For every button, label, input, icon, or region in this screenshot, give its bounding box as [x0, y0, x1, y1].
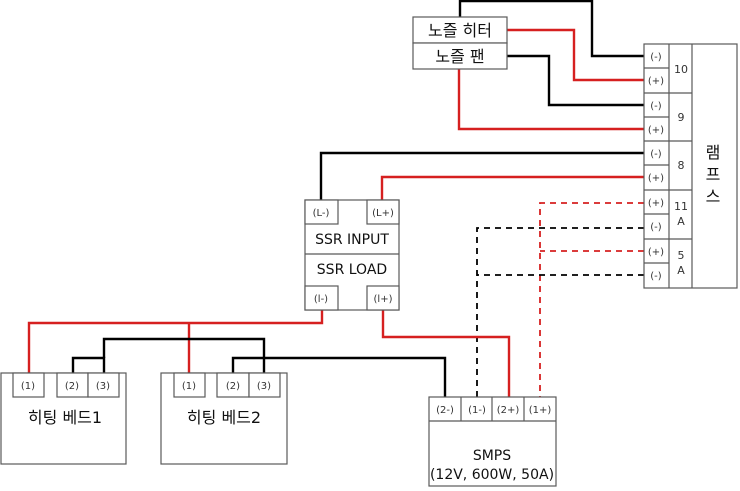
ssr-pin-load-minus-label: (l-) — [314, 294, 328, 305]
wire-heater-pos-to-10 — [507, 28, 644, 82]
nozzle-fan-box — [412, 42, 508, 70]
smps-spec: (12V, 600W, 50A) — [430, 467, 554, 483]
heatbed-1-pin-2 — [56, 372, 89, 398]
ssr-pin-load-plus — [366, 285, 400, 311]
ramps-9-pos: (+) — [648, 125, 664, 136]
heatbed-1-pin-2-label: (2) — [65, 381, 79, 392]
wire-ssr-lplus-to-smps-2plus — [381, 310, 511, 397]
heatbed-1-label: 히팅 베드1 — [28, 408, 102, 427]
ssr-module: (L-) (L+) SSR INPUT SSR LOAD (l-) (l+) — [304, 199, 400, 311]
ssr-pin-load-minus — [304, 285, 339, 311]
wire-bed2-to-smps-2minus — [264, 356, 447, 397]
ramps-group-11a-num: 11 — [674, 200, 688, 213]
smps-pin-1minus: (1-) — [468, 405, 486, 416]
ramps-group-5a-num: 5 — [678, 249, 685, 262]
heatbed-1-pin-3 — [87, 372, 120, 398]
ssr-pin-lplus-label: (L+) — [372, 208, 394, 219]
wire-ssr-lminus-to-bed1 — [27, 310, 324, 373]
heatbed-1-pin-1 — [12, 372, 45, 398]
ramps-11a-neg: (-) — [650, 222, 662, 233]
smps-pin-2plus: (2+) — [497, 405, 520, 416]
heatbed-2-pin-1 — [173, 372, 206, 398]
ramps-8-pos: (+) — [648, 173, 664, 184]
nozzle-box: 노즐 히터 노즐 팬 — [412, 16, 508, 70]
ramps-group-5a-letter: A — [677, 264, 685, 277]
ssr-pin-lplus — [366, 199, 400, 225]
ssr-load-label: SSR LOAD — [317, 262, 387, 278]
ramps-10-neg: (-) — [650, 52, 662, 63]
ramps-group-11a-letter: A — [677, 215, 685, 228]
wire-bed1-bridge — [71, 356, 106, 373]
ssr-input-label: SSR INPUT — [315, 232, 389, 248]
heatbed-2-pin-3-label: (3) — [257, 381, 271, 392]
smps-pin-2minus: (2-) — [436, 405, 454, 416]
wire-11a-neg-to-smps-1minus — [476, 227, 644, 397]
wire-bed2-bridge — [231, 356, 264, 373]
wire-8-neg-to-ssr-lminus — [319, 151, 644, 200]
heatbed-2-pin-2-label: (2) — [226, 381, 240, 392]
nozzle-fan-label: 노즐 팬 — [435, 47, 484, 66]
ramps-group-10: 10 — [674, 63, 688, 76]
wire-fan-pos-to-9 — [457, 69, 644, 131]
smps-label: SMPS — [473, 448, 511, 464]
ramps-5a-neg: (-) — [650, 271, 662, 282]
ramps-group-8: 8 — [678, 159, 685, 172]
ramps-10-pos: (+) — [648, 76, 664, 87]
ramps-board: (-) (+) 10 (-) (+) 9 (-) (+) 8 (+) (-) 1… — [643, 43, 738, 289]
smps: (2-) (1-) (2+) (1+) SMPS (12V, 600W, 50A… — [428, 396, 557, 487]
heatbed-2-label: 히팅 베드2 — [187, 408, 261, 427]
ramps-8-neg: (-) — [650, 149, 662, 160]
ssr-pin-load-plus-label: (l+) — [374, 294, 393, 305]
nozzle-heater-label: 노즐 히터 — [428, 21, 492, 40]
ramps-9-neg: (-) — [650, 101, 662, 112]
smps-pin-1plus: (1+) — [529, 405, 552, 416]
heatbed-1: (1) (2) (3) 히팅 베드1 — [0, 372, 127, 465]
heatbed-2-pin-1-label: (1) — [182, 381, 196, 392]
wire-11a-pos-to-smps-1plus — [539, 202, 644, 397]
wire-heater-neg-to-10 — [458, 0, 644, 58]
ramps-5a-pos: (+) — [648, 247, 664, 258]
wire-bed1-to-bed2 — [102, 337, 266, 373]
ssr-pin-lminus-label: (L-) — [313, 208, 330, 219]
wire-fan-neg-to-9 — [507, 54, 644, 107]
nozzle-heater-box — [412, 16, 508, 44]
ramps-group-9: 9 — [678, 111, 685, 124]
heatbed-2-pin-3 — [248, 372, 281, 398]
ramps-outline — [643, 43, 738, 289]
ssr-pin-lminus — [304, 199, 339, 225]
heatbed-2: (1) (2) (3) 히팅 베드2 — [160, 372, 288, 465]
heatbed-1-pin-3-label: (3) — [96, 381, 110, 392]
heatbed-1-pin-1-label: (1) — [21, 381, 35, 392]
wire-8-pos-to-ssr-lplus — [380, 175, 644, 200]
ramps-11a-pos: (+) — [648, 198, 664, 209]
